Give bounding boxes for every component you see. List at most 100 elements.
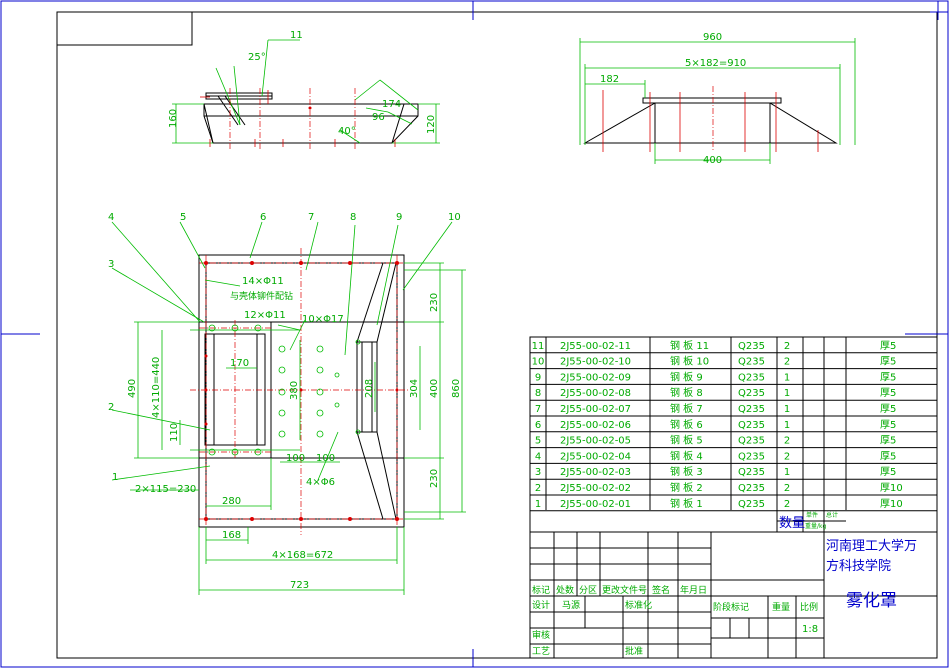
- dim-230-bottom-label: 230: [429, 469, 440, 488]
- dim-280-label: 280: [222, 496, 241, 507]
- designer-name: 马源: [562, 600, 580, 611]
- bom-name: 钢 板 8: [670, 386, 703, 399]
- bom-qty: 1: [784, 372, 790, 383]
- note-holes-14: 14×Φ11: [242, 276, 284, 287]
- bom-code: 2J55-00-02-08: [560, 388, 631, 399]
- dim-490-label: 490: [127, 379, 138, 398]
- bom-qty: 2: [784, 499, 790, 510]
- school-name-line2: 方科技学院: [826, 558, 891, 574]
- dim-230-top-label: 230: [429, 293, 440, 312]
- bom-code: 2J55-00-02-07: [560, 404, 631, 415]
- note-holes-4: 4×Φ6: [306, 477, 335, 488]
- dim-2x115-label: 2×115=230: [135, 484, 196, 495]
- header-count: 处数: [556, 584, 574, 596]
- bom-no: 5: [535, 436, 541, 447]
- scale-label: 比例: [800, 601, 818, 613]
- angle-40-label: 40°: [338, 126, 356, 137]
- header-doc: 更改文件号: [602, 584, 647, 596]
- bom-qty: 2: [784, 436, 790, 447]
- approve-label: 批准: [625, 645, 643, 657]
- process-label: 工艺: [532, 646, 550, 657]
- bom-material: Q235: [738, 483, 765, 494]
- bom-code: 2J55-00-02-09: [560, 372, 631, 383]
- bom-qty: 2: [784, 451, 790, 462]
- dim-168-label: 168: [222, 530, 241, 541]
- scale-value: 1:8: [802, 624, 818, 635]
- stage-label: 阶段标记: [713, 601, 749, 613]
- bom-no: 9: [535, 372, 541, 383]
- bom-note: 厚5: [880, 435, 896, 447]
- bom-material: Q235: [738, 357, 765, 368]
- bom-material: Q235: [738, 499, 765, 510]
- bom-note: 厚5: [880, 371, 896, 383]
- standard-label: 标准化: [625, 599, 652, 611]
- note-holes-10: 10×Φ17: [302, 314, 344, 325]
- bom-no: 6: [535, 420, 541, 431]
- bom-code: 2J55-00-02-02: [560, 483, 631, 494]
- bom-qty: 2: [784, 483, 790, 494]
- bom-material: Q235: [738, 388, 765, 399]
- dim-860-label: 860: [451, 379, 462, 398]
- leader-8-label: 8: [350, 212, 356, 223]
- dim-960-label: 960: [703, 32, 722, 43]
- bom-qty: 1: [784, 404, 790, 415]
- dim-174-label: 174: [382, 99, 401, 110]
- bom-material: Q235: [738, 341, 765, 352]
- top-right-view: 960 5×182=910 182 400: [579, 32, 856, 166]
- dim-400-label: 400: [703, 155, 722, 166]
- bom-name: 钢 板 3: [670, 465, 703, 478]
- bom-name: 钢 板 1: [670, 497, 703, 510]
- bom-no: 11: [532, 341, 545, 352]
- dim-723-label: 723: [290, 580, 309, 591]
- leader-4-label: 4: [108, 212, 114, 223]
- dim-100a-label: 100: [286, 453, 305, 464]
- leader-10-label: 10: [448, 212, 461, 223]
- leader-3-label: 3: [108, 259, 114, 270]
- bom-name: 钢 板 10: [670, 355, 709, 368]
- bom-name: 钢 板 4: [670, 449, 703, 462]
- school-name-line1: 河南理工大学万: [826, 538, 917, 554]
- bom-name: 钢 板 11: [670, 339, 709, 352]
- leader-1-label: 1: [112, 472, 118, 483]
- header-mark: 标记: [532, 584, 550, 596]
- bom-name: 钢 板 2: [670, 481, 703, 494]
- bom-note: 厚5: [880, 340, 896, 352]
- bom-no: 10: [532, 357, 545, 368]
- bom-name: 钢 板 6: [670, 418, 703, 431]
- bom-note: 厚5: [880, 387, 896, 399]
- leader-9-label: 9: [396, 212, 402, 223]
- bom-no: 4: [535, 451, 541, 462]
- bom-note: 厚5: [880, 356, 896, 368]
- dim-120-label: 120: [426, 115, 437, 134]
- bom-qty: 2: [784, 341, 790, 352]
- drawing-title: 雾化罩: [846, 591, 897, 611]
- bom-no: 1: [535, 499, 541, 510]
- dim-4x168-label: 4×168=672: [272, 550, 333, 561]
- bom-code: 2J55-00-02-03: [560, 467, 631, 478]
- bom-material: Q235: [738, 467, 765, 478]
- bom-note: 厚5: [880, 403, 896, 415]
- leader-2-label: 2: [108, 402, 114, 413]
- bom-no: 8: [535, 388, 541, 399]
- dim-4x110-label: 4×110=440: [151, 357, 162, 418]
- bom-qty: 1: [784, 420, 790, 431]
- bom-name: 钢 板 9: [670, 370, 703, 383]
- angle-25-label: 25°: [248, 52, 266, 63]
- main-view: 4 5 6 7 8 9 10 3 2 1 14×Φ11 与壳体铆件配钻 12×Φ…: [108, 212, 466, 595]
- bom-name: 钢 板 7: [670, 402, 703, 415]
- bom-material: Q235: [738, 420, 765, 431]
- bom-code: 2J55-00-02-01: [560, 499, 631, 510]
- bom-code: 2J55-00-02-04: [560, 451, 631, 462]
- bom-note: 厚10: [880, 482, 903, 494]
- dim-208-label: 208: [364, 379, 375, 398]
- dim-380-label: 380: [289, 381, 300, 400]
- leader-11-label: 11: [290, 30, 303, 41]
- bom-code: 2J55-00-02-05: [560, 436, 631, 447]
- dim-304-label: 304: [409, 379, 420, 398]
- dim-400-main-label: 400: [429, 379, 440, 398]
- bom-qty: 1: [784, 467, 790, 478]
- leader-7-label: 7: [308, 212, 314, 223]
- note-holes-12: 12×Φ11: [244, 310, 286, 321]
